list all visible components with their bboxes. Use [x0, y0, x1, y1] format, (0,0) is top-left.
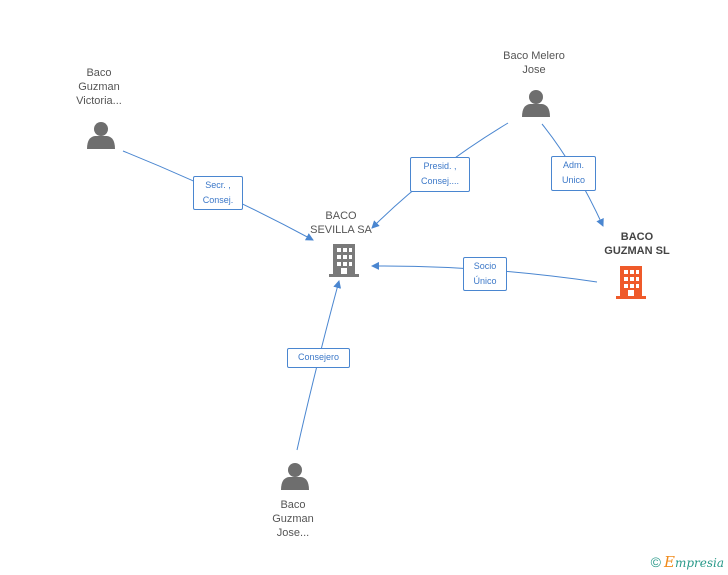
- edge-label-line: Consej....: [420, 176, 460, 186]
- brand-initial: E: [663, 553, 675, 571]
- building-icon[interactable]: [329, 244, 359, 277]
- node-label-line: Baco: [280, 499, 306, 511]
- edge-label-socio-unico[interactable]: Socio Único: [463, 257, 507, 291]
- node-label-line: Victoria...: [76, 95, 122, 107]
- person-icon[interactable]: [281, 463, 309, 490]
- node-label-line: GUZMAN SL: [604, 245, 670, 257]
- edge-label-line: Presid. ,: [423, 161, 457, 171]
- node-label-line: BACO: [620, 231, 654, 243]
- node-label-baco-guzman-victoria[interactable]: Baco Guzman Victoria...: [64, 66, 134, 108]
- node-label-line: Guzman: [272, 513, 314, 525]
- brand-name: mpresia: [674, 556, 724, 570]
- person-icon[interactable]: [522, 90, 550, 117]
- node-label-line: SEVILLA SA: [310, 224, 372, 236]
- node-label-line: BACO: [325, 210, 357, 222]
- node-label-line: Baco Melero: [503, 50, 565, 62]
- person-icon[interactable]: [87, 122, 115, 149]
- brand-footer[interactable]: © Empresia: [651, 553, 724, 571]
- node-label-line: Jose...: [276, 527, 310, 539]
- edge-label-presid-consej[interactable]: Presid. , Consej....: [410, 157, 470, 192]
- node-label-line: Baco: [86, 67, 112, 79]
- brand-logo: Empresia: [664, 553, 724, 571]
- node-label-baco-melero-jose[interactable]: Baco Melero Jose: [492, 49, 576, 77]
- edge-label-line: Socio: [473, 261, 497, 271]
- node-label-line: Jose: [522, 64, 546, 76]
- edge-label-adm-unico[interactable]: Adm. Unico: [551, 156, 596, 191]
- edge-label-line: Único: [473, 276, 497, 286]
- edge-label-consejero[interactable]: Consejero: [287, 348, 350, 368]
- edge-label-line: Consejero: [297, 352, 340, 362]
- node-label-baco-guzman-sl[interactable]: BACO GUZMAN SL: [597, 230, 677, 258]
- edge-label-line: Consej.: [202, 195, 234, 205]
- edge-label-line: Adm.: [562, 160, 584, 170]
- node-label-line: Guzman: [78, 81, 120, 93]
- edge-label-secr-consej[interactable]: Secr. , Consej.: [193, 176, 243, 210]
- edge-label-line: Secr. ,: [205, 180, 231, 190]
- copyright-icon: ©: [650, 554, 661, 570]
- node-label-baco-sevilla-sa[interactable]: BACO SEVILLA SA: [301, 209, 381, 237]
- node-label-baco-guzman-jose[interactable]: Baco Guzman Jose...: [258, 498, 328, 540]
- edge-label-line: Unico: [561, 175, 585, 185]
- building-icon[interactable]: [616, 266, 646, 299]
